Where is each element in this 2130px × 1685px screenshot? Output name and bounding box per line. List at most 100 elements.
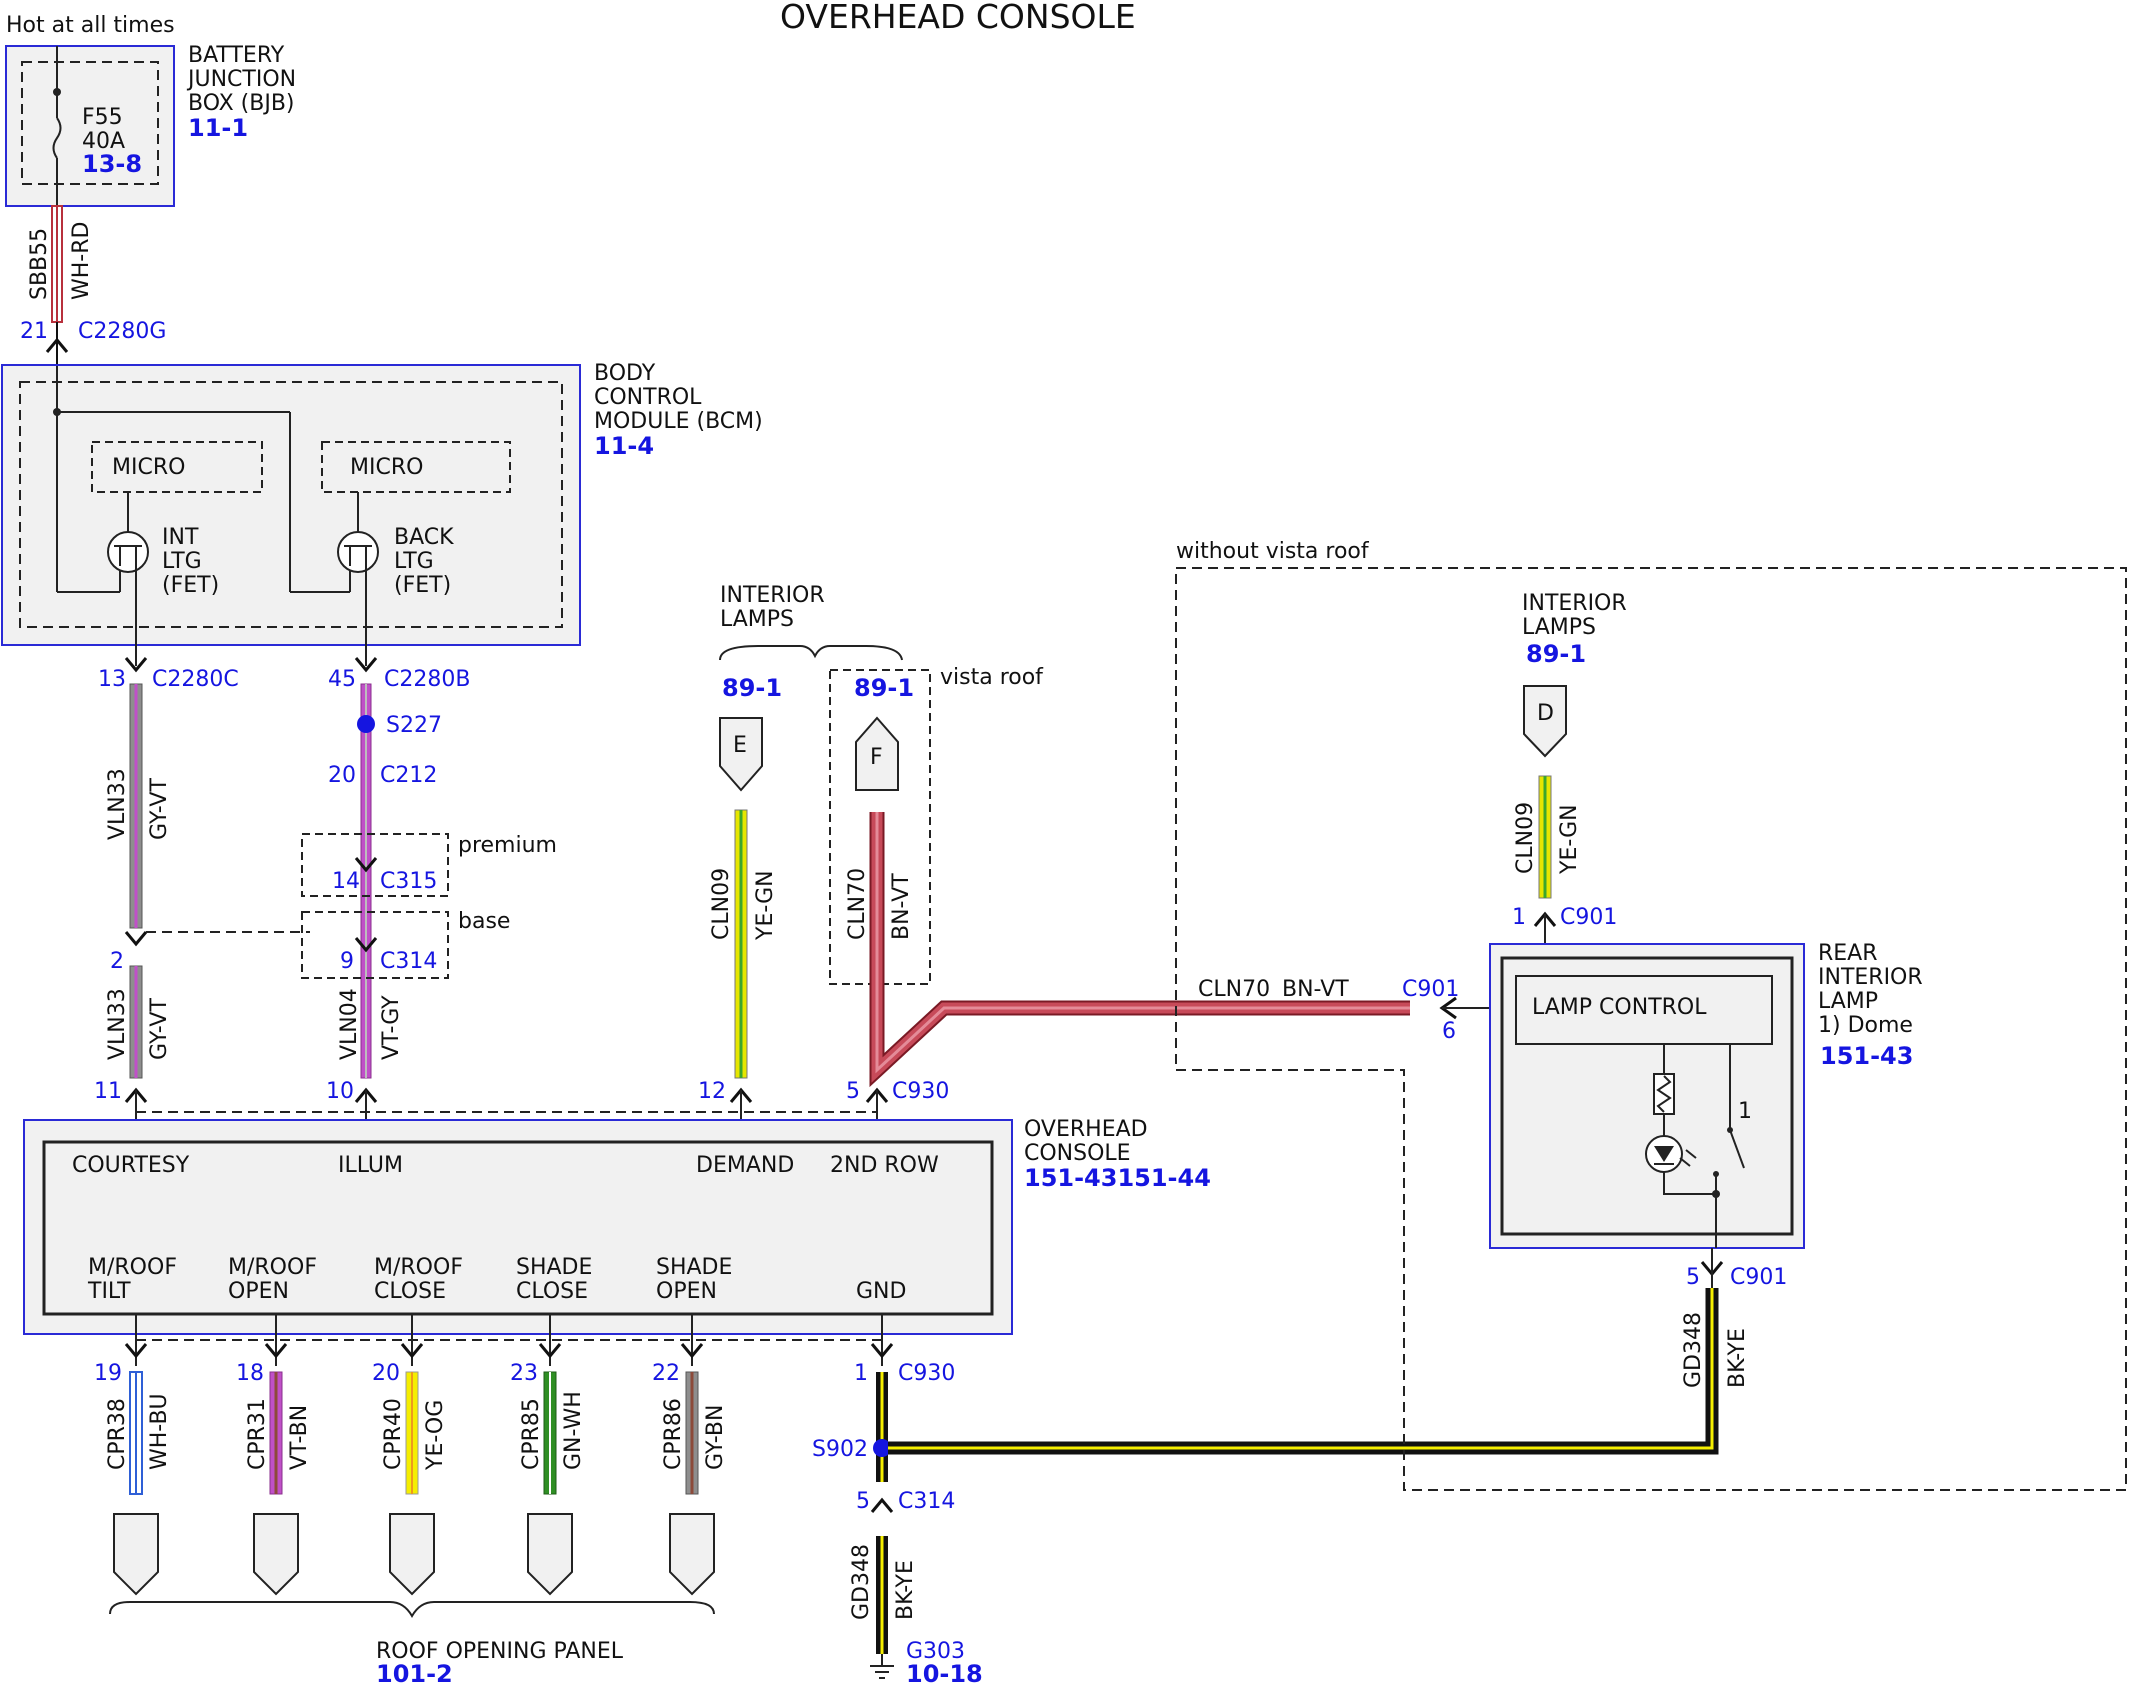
courtesy-label: COURTESY (72, 1153, 190, 1178)
overhead-console-inner (42, 1140, 994, 1316)
c901-bottom-connector[interactable]: C901 (1730, 1265, 1787, 1290)
c901-top-connector[interactable]: C901 (1560, 905, 1617, 930)
c2280g-pin: 21 (20, 319, 48, 344)
c212-connector[interactable]: C212 (380, 763, 437, 788)
lamp-e-tag: E (733, 733, 747, 758)
cpr38-circuit: CPR38 (105, 1398, 130, 1470)
roof-panel-ref-link[interactable]: 101-2 (376, 1660, 453, 1685)
s227-label[interactable]: S227 (386, 713, 442, 738)
vista-roof-box (829, 669, 931, 985)
rear-lamp-name-4: 1) Dome (1818, 1013, 1913, 1038)
vln04-circuit: VLN04 (337, 988, 362, 1060)
fuse-ref-link[interactable]: 13-8 (82, 150, 142, 178)
s902-label[interactable]: S902 (812, 1437, 868, 1462)
cpr40-pin: 20 (372, 1361, 400, 1386)
bcm-ref-link[interactable]: 11-4 (594, 432, 654, 460)
vln33-mid-pin: 2 (110, 949, 124, 974)
connector-c314-icon (354, 937, 378, 953)
connector-c930-gnd-icon (870, 1343, 894, 1359)
base-label: base (458, 909, 510, 934)
connector-c2280b-icon (354, 657, 378, 673)
c315-connector[interactable]: C315 (380, 869, 437, 894)
c314-connector[interactable]: C314 (380, 949, 437, 974)
rear-lamp-name-3: LAMP (1818, 989, 1878, 1014)
roof-wire-18 (253, 1314, 299, 1596)
rear-gd348-color: BK-YE (1725, 1328, 1750, 1388)
overhead-name-1: OVERHEAD (1024, 1117, 1148, 1142)
c930-connector[interactable]: C930 (892, 1079, 949, 1104)
mroof-open-label-1: M/ROOF (228, 1255, 317, 1280)
g303-ref-link[interactable]: 10-18 (906, 1660, 983, 1685)
shade-open-label-1: SHADE (656, 1255, 732, 1280)
mroof-tilt-label-2: TILT (87, 1279, 131, 1304)
hot-label: Hot at all times (6, 13, 175, 38)
without-vista-region (1175, 567, 2127, 1491)
c901-cln70-connector[interactable]: C901 (1402, 977, 1459, 1002)
c2280c-pin: 13 (98, 667, 126, 692)
connector-c314-gnd-icon (870, 1497, 894, 1513)
gnd-label: GND (856, 1279, 906, 1304)
rear-lamp-name-1: REAR (1818, 941, 1878, 966)
micro-box-1 (91, 441, 263, 493)
bjb-name-1: BATTERY (188, 43, 285, 68)
fuse-rating: 40A (82, 129, 125, 154)
connector-mid-icon (124, 931, 148, 947)
cpr86-circuit: CPR86 (661, 1398, 686, 1470)
cln09-left-color: YE-GN (753, 870, 778, 941)
cpr40-color: YE-OG (423, 1400, 448, 1471)
overhead-ref-link[interactable]: 151-43151-44 (1024, 1164, 1211, 1192)
premium-label: premium (458, 833, 557, 858)
c2280g-connector[interactable]: C2280G (78, 319, 166, 344)
vln33-color-1: GY-VT (147, 778, 172, 840)
c314-gnd-connector[interactable]: C314 (898, 1489, 955, 1514)
rear-gd348-circuit: GD348 (1681, 1312, 1706, 1388)
rear-lamp-ref-link[interactable]: 151-43 (1820, 1042, 1913, 1070)
premium-box (301, 833, 449, 897)
cpr85-color: GN-WH (561, 1391, 586, 1470)
lamp-f-tag: F (870, 745, 883, 770)
mroof-tilt-label-1: M/ROOF (88, 1255, 177, 1280)
cpr85-pin: 23 (510, 1361, 538, 1386)
c314-gnd-pin: 5 (856, 1489, 870, 1514)
bjb-ref-link[interactable]: 11-1 (188, 114, 248, 142)
c930-gnd-connector[interactable]: C930 (898, 1361, 955, 1386)
shade-close-label-1: SHADE (516, 1255, 592, 1280)
without-vista-label: without vista roof (1176, 539, 1370, 564)
g303-label[interactable]: G303 (906, 1639, 965, 1664)
fet1-label-2: LTG (162, 549, 202, 574)
interior-lamps-right-1: INTERIOR (1522, 591, 1627, 616)
vln04-color: VT-GY (379, 995, 404, 1060)
bjb-name-3: BOX (BJB) (188, 91, 295, 116)
cpr86-pin: 22 (652, 1361, 680, 1386)
sbb55-color: WH-RD (69, 222, 94, 300)
lamp-control-box (1515, 975, 1773, 1045)
c2280c-connector[interactable]: C2280C (152, 667, 239, 692)
splice-s902-icon (873, 1439, 891, 1457)
gd348-circuit: GD348 (849, 1544, 874, 1620)
fet1-label-1: INT (162, 525, 199, 550)
cln09-left-circuit: CLN09 (709, 868, 734, 940)
fuse-box (21, 61, 159, 185)
c2280b-connector[interactable]: C2280B (384, 667, 470, 692)
wire-gd348-run-stripe (888, 1288, 1714, 1450)
roof-wire-23 (527, 1314, 573, 1596)
bjb-box (5, 45, 175, 207)
c315-pin: 14 (332, 869, 360, 894)
fuse-symbol-icon (52, 117, 62, 159)
mroof-open-label-2: OPEN (228, 1279, 289, 1304)
cpr38-pin: 19 (94, 1361, 122, 1386)
row2-pin: 5 (846, 1079, 860, 1104)
connector-c315-icon (354, 857, 378, 873)
vista-roof-label: vista roof (940, 665, 1044, 690)
vln33-color-2: GY-VT (147, 998, 172, 1060)
c2280b-pin: 45 (328, 667, 356, 692)
lamp-d-ref-link[interactable]: 89-1 (1526, 640, 1586, 668)
lamp-f-ref-link[interactable]: 89-1 (854, 674, 914, 702)
roof-wire-22 (669, 1314, 715, 1596)
lamp-e-ref-link[interactable]: 89-1 (722, 674, 782, 702)
fet-back-icon (337, 531, 379, 573)
mroof-close-label-2: CLOSE (374, 1279, 446, 1304)
lamp-control-label: LAMP CONTROL (1532, 995, 1707, 1020)
